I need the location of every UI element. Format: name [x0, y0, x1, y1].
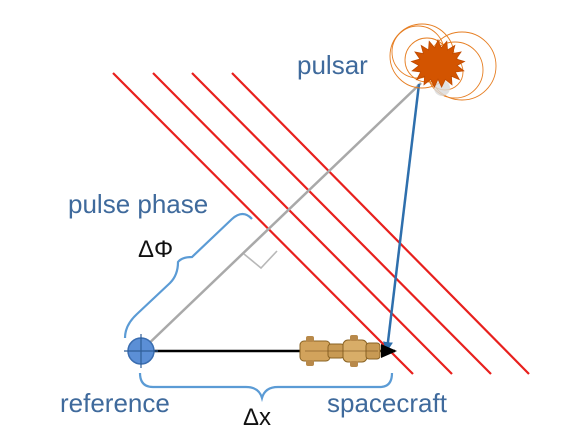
spacecraft-label: spacecraft — [327, 388, 447, 418]
delta-x-label: Δx — [243, 404, 272, 431]
pulsar-label: pulsar — [297, 50, 368, 80]
delta-x-brace — [138, 372, 394, 403]
reference-point-icon — [124, 334, 158, 368]
pulsar-icon — [389, 23, 497, 101]
reference-label: reference — [60, 388, 170, 418]
wavefront-line — [231, 72, 530, 375]
line-of-sight — [140, 82, 422, 352]
right-angle-marker — [243, 250, 278, 270]
delta-phi-label: ΔΦ — [138, 236, 174, 263]
wavefront-line — [112, 72, 414, 375]
spacecraft-icon — [299, 335, 381, 367]
wavefront-line — [152, 72, 453, 375]
wavefronts — [112, 72, 530, 375]
wavefront-line — [191, 72, 492, 375]
pulsar-to-spacecraft-vector — [382, 83, 421, 352]
pulse-phase-brace — [123, 212, 253, 339]
pulse-phase-label: pulse phase — [68, 189, 209, 219]
